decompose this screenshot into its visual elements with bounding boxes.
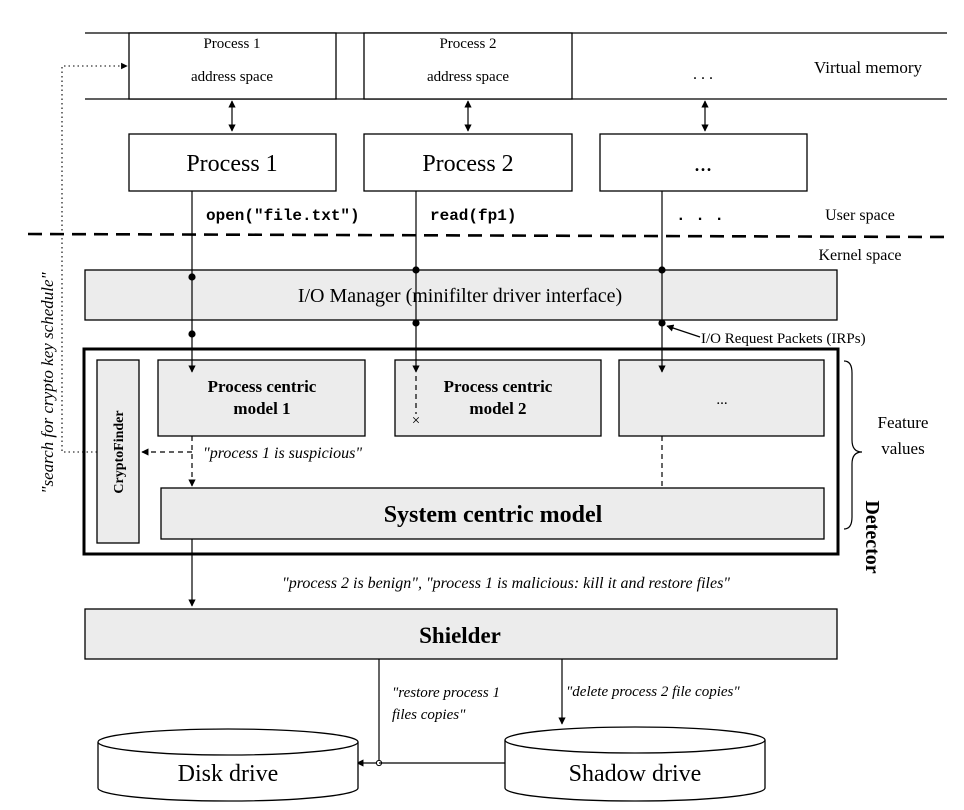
process-1-address-space-sublabel: address space bbox=[191, 69, 273, 85]
process-centric-model-more bbox=[618, 359, 825, 437]
process-2-address-space-sublabel: address space bbox=[427, 69, 509, 85]
read-call: read(fp1) bbox=[430, 207, 516, 225]
io-manager-label: I/O Manager (minifilter driver interface… bbox=[298, 285, 622, 307]
pcm-more-label: ... bbox=[716, 392, 727, 408]
irp-pointer-arrow bbox=[666, 324, 701, 338]
process-3-box bbox=[599, 133, 808, 192]
io-manager-box bbox=[84, 269, 838, 321]
p1-io-junction bbox=[188, 273, 196, 281]
process-1-address-space-label: Process 1 bbox=[203, 36, 260, 52]
virtual-memory-label: Virtual memory bbox=[814, 58, 923, 77]
open-call: open("file.txt") bbox=[206, 207, 360, 225]
process-centric-model-1 bbox=[157, 359, 366, 437]
user-kernel-boundary bbox=[27, 232, 951, 239]
cryptofinder-box bbox=[96, 359, 140, 544]
system-centric-model-box bbox=[160, 487, 825, 540]
cryptofinder-label: CryptoFinder bbox=[112, 410, 127, 493]
pcm2-sublabel: model 2 bbox=[469, 399, 526, 418]
feature-values-brace bbox=[843, 360, 863, 530]
verdict-annotation: "process 2 is benign", "process 1 is mal… bbox=[282, 575, 730, 592]
p2-io-junction bbox=[412, 266, 420, 274]
virtual-memory-strip: Process 1 address space Process 2 addres… bbox=[85, 32, 947, 100]
more-address-spaces: . . . bbox=[693, 66, 713, 83]
process-2-address-space bbox=[363, 32, 573, 100]
process-centric-model-2 bbox=[394, 359, 602, 437]
process-2-address-space-label: Process 2 bbox=[439, 36, 496, 52]
shielder-box bbox=[84, 608, 838, 660]
process-1-label: Process 1 bbox=[186, 151, 277, 177]
shadow-drive-label: Shadow drive bbox=[569, 761, 702, 787]
feature-values-sublabel: values bbox=[881, 439, 924, 458]
crypto-search-annotation: "search for crypto key schedule" bbox=[38, 271, 57, 493]
process-1-address-space bbox=[128, 32, 337, 100]
process-2-label: Process 2 bbox=[422, 151, 513, 177]
process-2-box bbox=[363, 133, 573, 192]
delete-annotation: "delete process 2 file copies" bbox=[566, 684, 740, 700]
pcm2-label: Process centric bbox=[444, 377, 553, 396]
irp-label: I/O Request Packets (IRPs) bbox=[701, 331, 866, 347]
p2-blocked-cross-icon: × bbox=[412, 413, 420, 429]
restore-annotation-line2: files copies" bbox=[392, 707, 466, 723]
restore-annotation: "restore process 1 bbox=[392, 685, 500, 701]
disk-drive: Disk drive bbox=[97, 728, 359, 802]
pcm1-sublabel: model 1 bbox=[233, 399, 290, 418]
process-3-label: ... bbox=[694, 151, 712, 177]
kernel-space-label: Kernel space bbox=[818, 247, 901, 264]
more-calls: . . . bbox=[676, 207, 724, 225]
pcm1-label: Process centric bbox=[208, 377, 317, 396]
system-centric-model-label: System centric model bbox=[384, 502, 603, 528]
restore-files-arrow bbox=[356, 659, 380, 767]
feature-values-label: Feature bbox=[878, 413, 929, 432]
shadow-drive: Shadow drive bbox=[504, 726, 766, 802]
disk-drive-label: Disk drive bbox=[178, 761, 279, 787]
p3-io-junction bbox=[658, 266, 666, 274]
shielder-label: Shielder bbox=[419, 623, 501, 648]
detector-label: Detector bbox=[861, 500, 883, 573]
suspicious-annotation: "process 1 is suspicious" bbox=[203, 445, 362, 462]
process-1-box bbox=[128, 133, 337, 192]
user-space-label: User space bbox=[825, 207, 895, 224]
